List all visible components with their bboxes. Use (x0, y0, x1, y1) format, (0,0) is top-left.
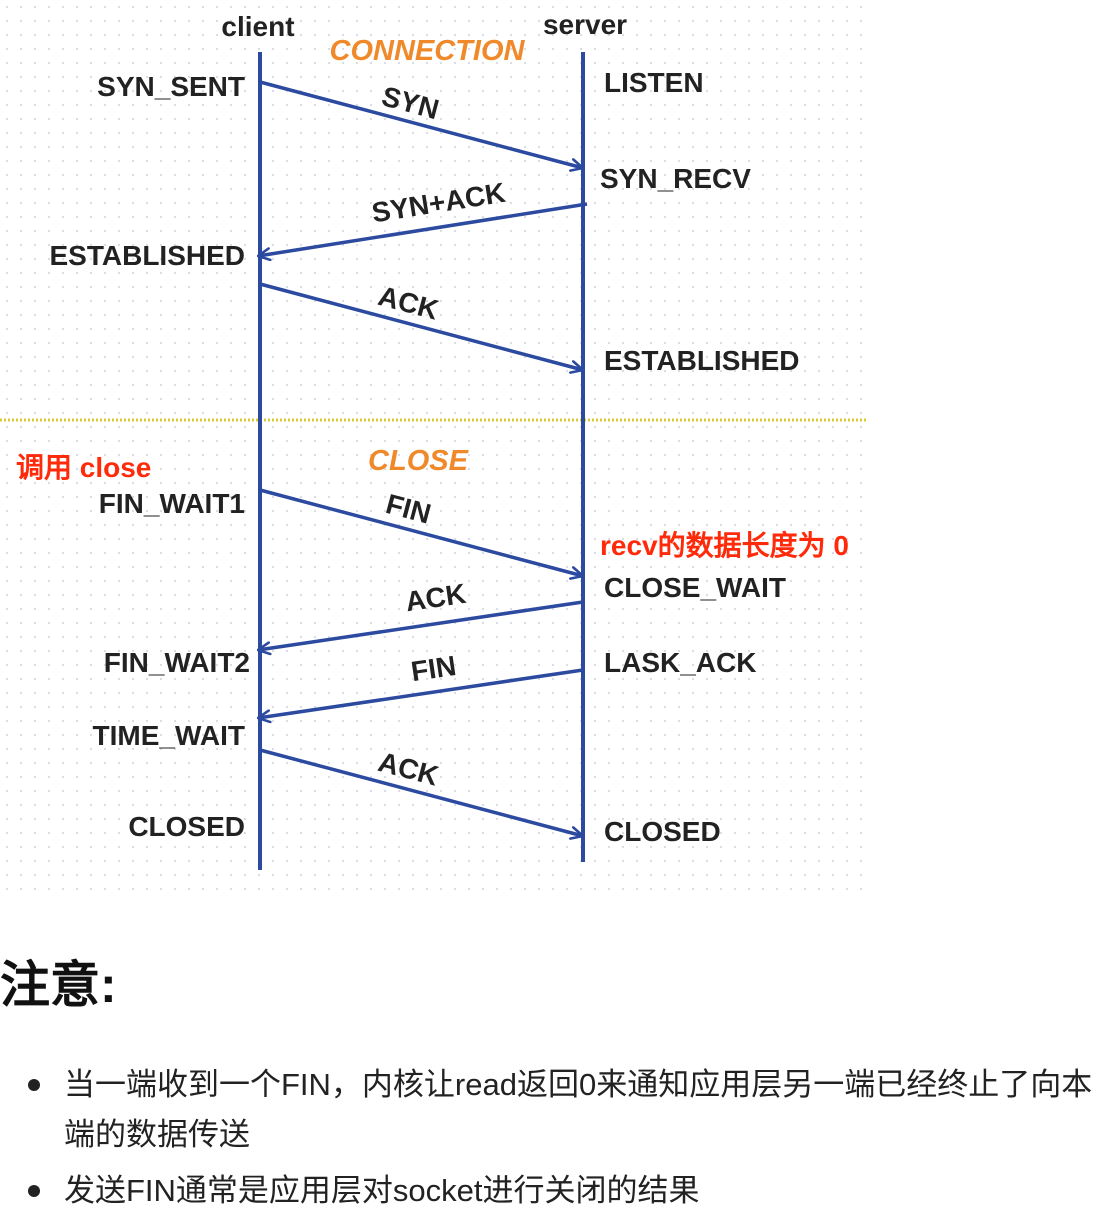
client-state-fin-wait2: FIN_WAIT2 (104, 647, 250, 678)
list-item: 发送FIN通常是应用层对socket进行关闭的结果 (28, 1166, 1100, 1216)
syn-ack-arrow (258, 202, 588, 256)
tcp-state-diagram: client server CONNECTION CLOSE SYN SYN+A… (0, 0, 868, 895)
server-actor-label: server (543, 9, 627, 40)
bullet-icon (28, 1079, 40, 1091)
ack-arrow-2 (258, 600, 584, 650)
client-state-time-wait: TIME_WAIT (93, 720, 245, 751)
syn-message-label: SYN (379, 80, 443, 125)
close-phase-label: CLOSE (368, 445, 470, 477)
ack-message-label-2: ACK (403, 578, 468, 618)
client-state-fin-wait1: FIN_WAIT1 (99, 488, 245, 519)
note-text: 当一端收到一个FIN，内核让read返回0来通知应用层另一端已经终止了向本端的数… (64, 1067, 1093, 1152)
server-state-listen: LISTEN (604, 67, 704, 98)
ack-arrow-3 (259, 748, 583, 836)
bullet-icon (28, 1185, 40, 1197)
fin-arrow-2 (258, 668, 584, 718)
ack-arrow-1 (259, 282, 583, 370)
connection-phase-label: CONNECTION (330, 35, 526, 67)
notes-list: 当一端收到一个FIN，内核让read返回0来通知应用层另一端已经终止了向本端的数… (0, 1060, 1100, 1222)
diagram-canvas: client server CONNECTION CLOSE SYN SYN+A… (0, 9, 868, 870)
fin-arrow-1 (259, 488, 583, 576)
client-actor-label: client (221, 11, 294, 42)
notes-heading: 注意: (0, 957, 117, 1013)
server-state-established: ESTABLISHED (604, 345, 800, 376)
list-item: 当一端收到一个FIN，内核让read返回0来通知应用层另一端已经终止了向本端的数… (28, 1060, 1100, 1160)
server-state-closed: CLOSED (604, 816, 721, 847)
client-state-closed: CLOSED (128, 811, 245, 842)
server-state-lask-ack: LASK_ACK (604, 647, 756, 678)
client-state-syn-sent: SYN_SENT (97, 71, 245, 102)
server-state-close-wait: CLOSE_WAIT (604, 572, 786, 603)
fin-message-label-2: FIN (409, 650, 458, 687)
server-state-syn-recv: SYN_RECV (600, 163, 751, 194)
client-close-annotation: 调用 close (16, 452, 151, 483)
client-state-established: ESTABLISHED (50, 240, 246, 271)
server-recv-annotation: recv的数据长度为 0 (600, 529, 849, 561)
syn-arrow (259, 80, 583, 168)
note-text: 发送FIN通常是应用层对socket进行关闭的结果 (64, 1173, 700, 1208)
